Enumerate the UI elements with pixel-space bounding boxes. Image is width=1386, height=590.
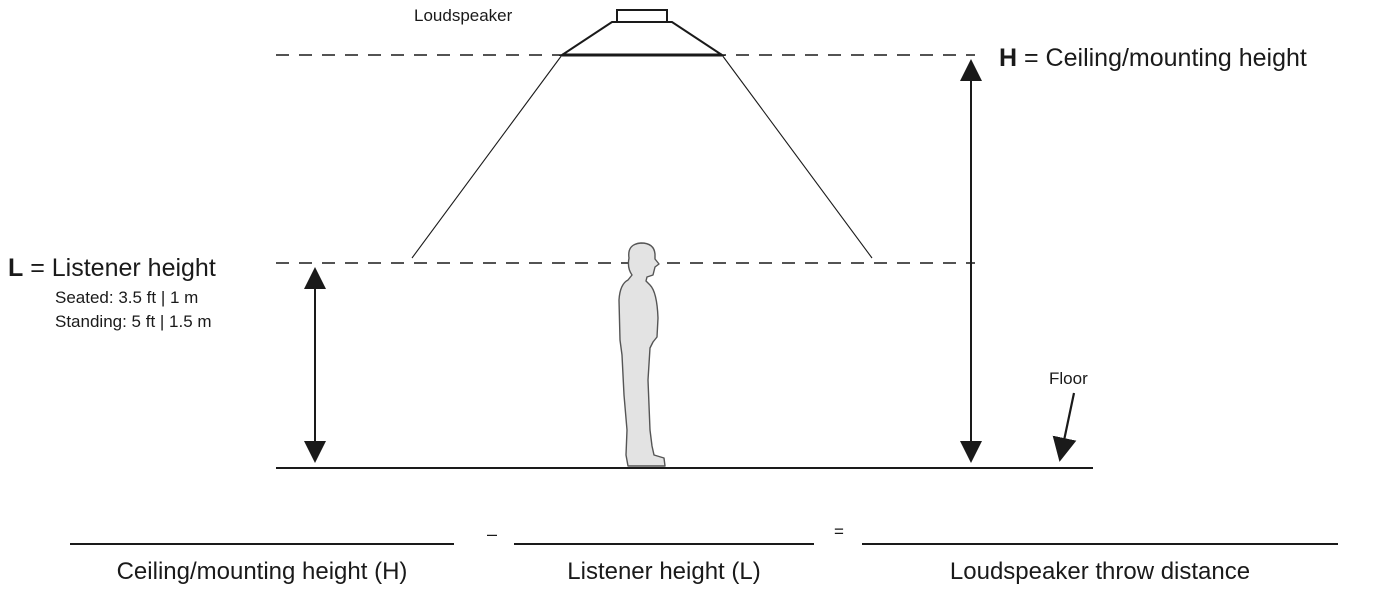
equals-operator: = [834,522,844,541]
coverage-cone-left [411,54,563,259]
floor-label: Floor [1049,369,1088,388]
ceiling-height-letter: H [999,44,1018,72]
coverage-cone-right [721,54,873,259]
loudspeaker-icon [558,9,726,57]
listener-height-label: L = Listener height [8,254,216,283]
standing-height-note: Standing: 5 ft | 1.5 m [55,312,212,331]
loudspeaker-label: Loudspeaker [414,6,513,25]
minus-operator: – [487,524,498,544]
ceiling-height-text: = Ceiling/mounting height [1017,44,1307,72]
listener-person-icon [618,242,666,467]
formula-label-listener-height: Listener height (L) [567,558,761,585]
ceiling-height-label: H = Ceiling/mounting height [999,44,1307,73]
listener-height-text: = Listener height [23,254,216,282]
formula-label-throw-distance: Loudspeaker throw distance [949,558,1251,585]
floor-pointer-arrow [1052,392,1077,462]
listener-height-letter: L [8,254,24,282]
formula-label-ceiling-height: Ceiling/mounting height (H) [116,558,408,585]
seated-height-note: Seated: 3.5 ft | 1 m [55,288,199,307]
